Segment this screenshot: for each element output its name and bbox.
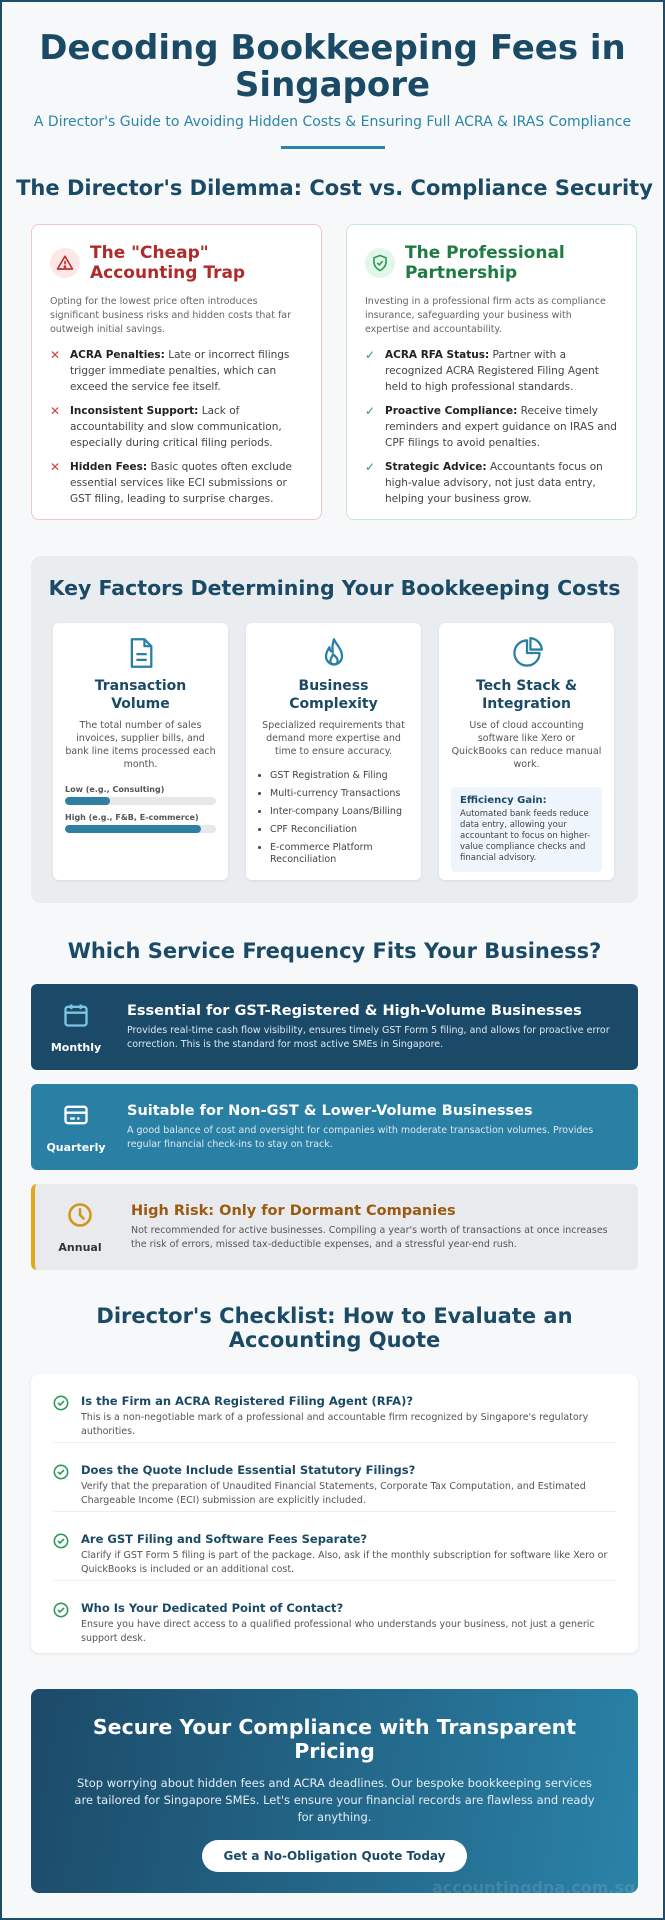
annual-title: High Risk: Only for Dormant Companies [131, 1202, 456, 1219]
tech-stack-card: Tech Stack & Integration Use of cloud ac… [439, 623, 614, 880]
annual-desc: Not recommended for active businesses. C… [131, 1224, 608, 1250]
warning-triangle-icon [50, 248, 80, 278]
checklist-question: Are GST Filing and Software Fees Separat… [81, 1532, 368, 1546]
document-icon [65, 637, 216, 671]
tech-stack-title: Tech Stack & Integration [475, 678, 578, 712]
page-subtitle: A Director's Guide to Avoiding Hidden Co… [33, 114, 632, 130]
checklist-question: Is the Firm an ACRA Registered Filing Ag… [81, 1394, 413, 1408]
complexity-item: E-commerce Platform Reconciliation [270, 842, 409, 866]
annual-label: Annual [58, 1240, 102, 1254]
checklist-title: Director's Checklist: How to Evaluate an… [96, 1304, 573, 1352]
x-mark-icon: ✕ [50, 404, 61, 418]
professional-item: ✓Proactive Compliance: Receive timely re… [365, 404, 617, 449]
monthly-label: Monthly [50, 1040, 102, 1054]
cheap-trap-card: The "Cheap" Accounting Trap Opting for t… [31, 224, 322, 520]
checklist-box: Is the Firm an ACRA Registered Filing Ag… [31, 1374, 638, 1653]
efficiency-gain-box: Efficiency Gain: Automated bank feeds re… [451, 787, 602, 872]
professional-item: ✓Strategic Advice: Accountants focus on … [365, 460, 603, 505]
low-volume-bar [65, 797, 216, 805]
cheap-trap-item: ✕Hidden Fees: Basic quotes often exclude… [50, 460, 292, 505]
cheap-trap-item: ✕Inconsistent Support: Lack of accountab… [50, 404, 282, 449]
pie-chart-icon [451, 637, 602, 671]
checklist-answer: Clarify if GST Form 5 filing is part of … [81, 1550, 608, 1575]
calendar-icon [62, 1001, 90, 1033]
check-circle-icon [53, 1532, 81, 1580]
shield-check-icon [365, 248, 395, 278]
cheap-trap-intro: Opting for the lowest price often introd… [50, 296, 292, 335]
checklist-item: Is the Firm an ACRA Registered Filing Ag… [53, 1374, 616, 1443]
checklist-item: Does the Quote Include Essential Statuto… [53, 1443, 616, 1512]
get-quote-button[interactable]: Get a No-Obligation Quote Today [201, 1840, 468, 1872]
cta-desc: Stop worrying about hidden fees and ACRA… [74, 1776, 595, 1824]
check-circle-icon [53, 1463, 81, 1511]
transaction-volume-card: Transaction Volume The total number of s… [53, 623, 228, 880]
high-volume-bar-fill [65, 825, 201, 833]
factors-title: Key Factors Determining Your Bookkeeping… [48, 576, 621, 600]
check-mark-icon: ✓ [365, 460, 376, 474]
high-volume-label: High (e.g., F&B, E-commerce) [65, 813, 199, 822]
checklist-item: Are GST Filing and Software Fees Separat… [53, 1512, 616, 1581]
checklist-answer: Verify that the preparation of Unaudited… [81, 1481, 586, 1506]
factors-section: Key Factors Determining Your Bookkeeping… [31, 556, 638, 903]
professional-item: ✓ACRA RFA Status: Partner with a recogni… [365, 348, 599, 393]
low-volume-label: Low (e.g., Consulting) [65, 785, 165, 794]
efficiency-gain-text: Automated bank feeds reduce data entry, … [460, 809, 591, 863]
low-volume-bar-fill [65, 797, 111, 805]
monthly-band: Monthly Essential for GST-Registered & H… [31, 984, 638, 1070]
checklist-item: Who Is Your Dedicated Point of Contact? E… [53, 1581, 616, 1650]
quarterly-band: Quarterly Suitable for Non-GST & Lower-V… [31, 1084, 638, 1170]
business-complexity-card: Business Complexity Specialized requirem… [246, 623, 421, 880]
complexity-item: GST Registration & Filing [270, 770, 409, 782]
quarterly-desc: A good balance of cost and oversight for… [127, 1124, 594, 1150]
quarterly-label: Quarterly [46, 1140, 106, 1154]
high-volume-bar [65, 825, 216, 833]
site-watermark: accountingdna.com.sg [432, 1878, 636, 1897]
transaction-volume-desc: The total number of sales invoices, supp… [65, 720, 216, 770]
cta-title: Secure Your Compliance with Transparent … [92, 1715, 577, 1763]
professional-card: The Professional Partnership Investing i… [346, 224, 637, 520]
card-icon [62, 1101, 90, 1133]
x-mark-icon: ✕ [50, 348, 61, 362]
dilemma-title: The Director's Dilemma: Cost vs. Complia… [16, 176, 653, 200]
frequency-title: Which Service Frequency Fits Your Busine… [67, 939, 602, 963]
complexity-item: CPF Reconciliation [270, 824, 409, 836]
page-title: Decoding Bookkeeping Fees in Singapore [39, 28, 626, 105]
check-circle-icon [53, 1394, 81, 1442]
title-divider [280, 146, 385, 149]
complexity-item: Inter-company Loans/Billing [270, 806, 409, 818]
cheap-trap-title: The "Cheap" Accounting Trap [90, 243, 246, 283]
efficiency-gain-title: Efficiency Gain: [460, 795, 547, 806]
transaction-volume-title: Transaction Volume [94, 678, 187, 712]
cta-section: Secure Your Compliance with Transparent … [31, 1689, 638, 1893]
x-mark-icon: ✕ [50, 460, 61, 474]
monthly-desc: Provides real-time cash flow visibility,… [127, 1024, 610, 1050]
professional-intro: Investing in a professional firm acts as… [365, 296, 606, 335]
clock-icon [66, 1201, 94, 1233]
business-complexity-title: Business Complexity [289, 678, 378, 712]
quarterly-title: Suitable for Non-GST & Lower-Volume Busi… [127, 1102, 533, 1119]
tech-stack-desc: Use of cloud accounting software like Xe… [451, 720, 602, 770]
checklist-answer: Ensure you have direct access to a quali… [81, 1619, 595, 1644]
cheap-trap-item: ✕ACRA Penalties: Late or incorrect filin… [50, 348, 290, 393]
annual-band: Annual High Risk: Only for Dormant Compa… [31, 1184, 638, 1270]
complexity-item: Multi-currency Transactions [270, 788, 409, 800]
checklist-question: Does the Quote Include Essential Statuto… [81, 1463, 416, 1477]
monthly-title: Essential for GST-Registered & High-Volu… [127, 1002, 582, 1019]
check-mark-icon: ✓ [365, 348, 376, 362]
check-mark-icon: ✓ [365, 404, 376, 418]
checklist-question: Who Is Your Dedicated Point of Contact? [81, 1601, 344, 1615]
professional-title: The Professional Partnership [405, 243, 565, 283]
check-circle-icon [53, 1601, 81, 1650]
flame-icon [258, 637, 409, 671]
checklist-answer: This is a non-negotiable mark of a profe… [81, 1412, 589, 1437]
dilemma-cards: The "Cheap" Accounting Trap Opting for t… [31, 224, 638, 520]
business-complexity-desc: Specialized requirements that demand mor… [262, 720, 405, 757]
